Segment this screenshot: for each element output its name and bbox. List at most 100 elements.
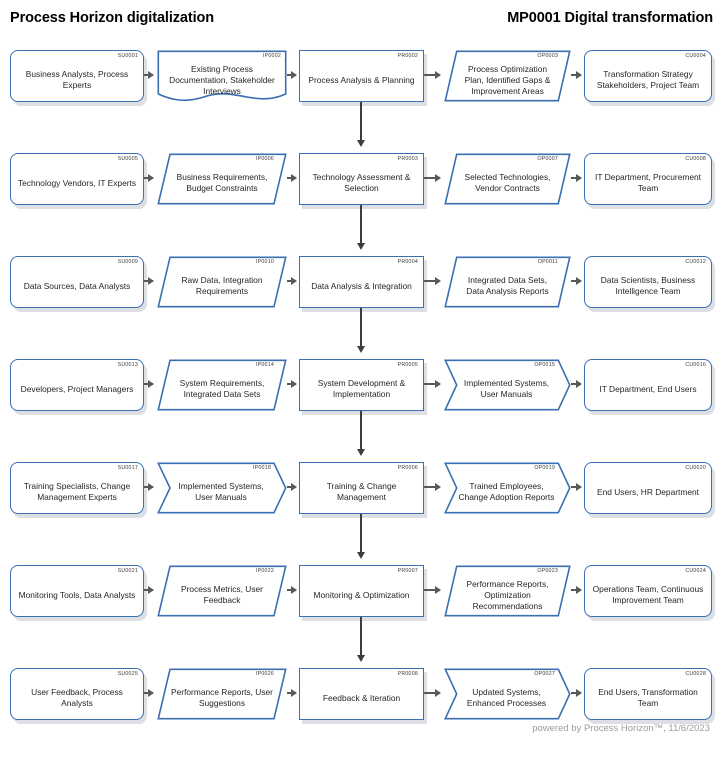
shape-outline [157, 359, 287, 411]
customer-node[interactable]: CU0016 IT Department, End Users [584, 359, 715, 415]
input-label: System Requirements, Integrated Data Set… [179, 378, 265, 399]
page-title-right: MP0001 Digital transformation [507, 10, 713, 26]
customer-label: End Users, Transformation Team [598, 687, 698, 708]
shape-outline [299, 565, 424, 617]
flow-arrow-supplier-input [144, 689, 154, 697]
customer-code: CU0024 [685, 567, 706, 574]
flow-arrow-output-customer [571, 586, 582, 594]
shape-outline [10, 153, 144, 205]
flow-arrow-process-next [357, 308, 364, 353]
supplier-label: User Feedback, Process Analysts [31, 687, 123, 708]
input-label: Performance Reports, User Suggestions [171, 687, 273, 708]
shape-outline [10, 462, 144, 514]
flow-arrow-process-output [424, 380, 441, 388]
flow-arrow-output-customer [571, 174, 582, 182]
flow-arrow-process-next [357, 102, 364, 147]
flow-arrow-supplier-input [144, 380, 154, 388]
flow-arrow-input-process [287, 277, 297, 285]
input-label: Process Metrics, User Feedback [181, 584, 263, 605]
shape-outline [299, 359, 424, 411]
footer-credit: powered by Process Horizon™, 11/6/2023 [532, 723, 710, 734]
input-code: IP0010 [256, 258, 274, 265]
customer-label: IT Department, End Users [599, 383, 697, 394]
flow-arrow-input-process [287, 483, 297, 491]
process-code: PR0006 [397, 464, 418, 471]
output-label: Integrated Data Sets, Data Analysis Repo… [466, 275, 549, 296]
process-code: PR0004 [397, 258, 418, 265]
flow-arrow-process-output [424, 174, 441, 182]
process-label: Data Analysis & Integration [311, 280, 412, 291]
supplier-label: Technology Vendors, IT Experts [17, 177, 137, 188]
process-label: Monitoring & Optimization [313, 589, 410, 600]
customer-code: CU0020 [685, 464, 706, 471]
shape-outline [444, 256, 571, 308]
flow-arrow-supplier-input [144, 71, 154, 79]
shape-outline [10, 50, 144, 102]
shape-outline [299, 50, 424, 102]
shape-outline [584, 668, 712, 720]
shape-outline [157, 153, 287, 205]
flow-arrow-input-process [287, 174, 297, 182]
output-label: Selected Technologies, Vendor Contracts [464, 172, 551, 193]
flow-arrow-input-process [287, 586, 297, 594]
flow-arrow-output-customer [571, 380, 582, 388]
input-label: Existing Process Documentation, Stakehol… [169, 63, 275, 96]
output-code: OP0019 [534, 464, 555, 471]
shape-outline [444, 50, 571, 102]
process-label: System Development & Implementation [317, 378, 406, 399]
shape-outline [10, 359, 144, 411]
shape-outline [157, 668, 287, 720]
shape-outline [299, 153, 424, 205]
shape-outline [10, 565, 144, 617]
diagram-header: Process Horizon digitalization MP0001 Di… [0, 10, 722, 36]
process-label: Training & Change Management [326, 481, 397, 502]
output-label: Process Optimization Plan, Identified Ga… [464, 63, 551, 96]
customer-label: Transformation Strategy Stakeholders, Pr… [596, 69, 700, 90]
shape-outline [444, 565, 571, 617]
supplier-code: SU0013 [117, 361, 138, 368]
shape-outline [584, 359, 712, 411]
supplier-label: Training Specialists, Change Management … [23, 481, 131, 502]
shape-outline [299, 256, 424, 308]
customer-code: CU0004 [685, 52, 706, 59]
customer-code: CU0016 [685, 361, 706, 368]
flow-arrow-output-customer [571, 483, 582, 491]
output-code: OP0007 [537, 155, 558, 162]
